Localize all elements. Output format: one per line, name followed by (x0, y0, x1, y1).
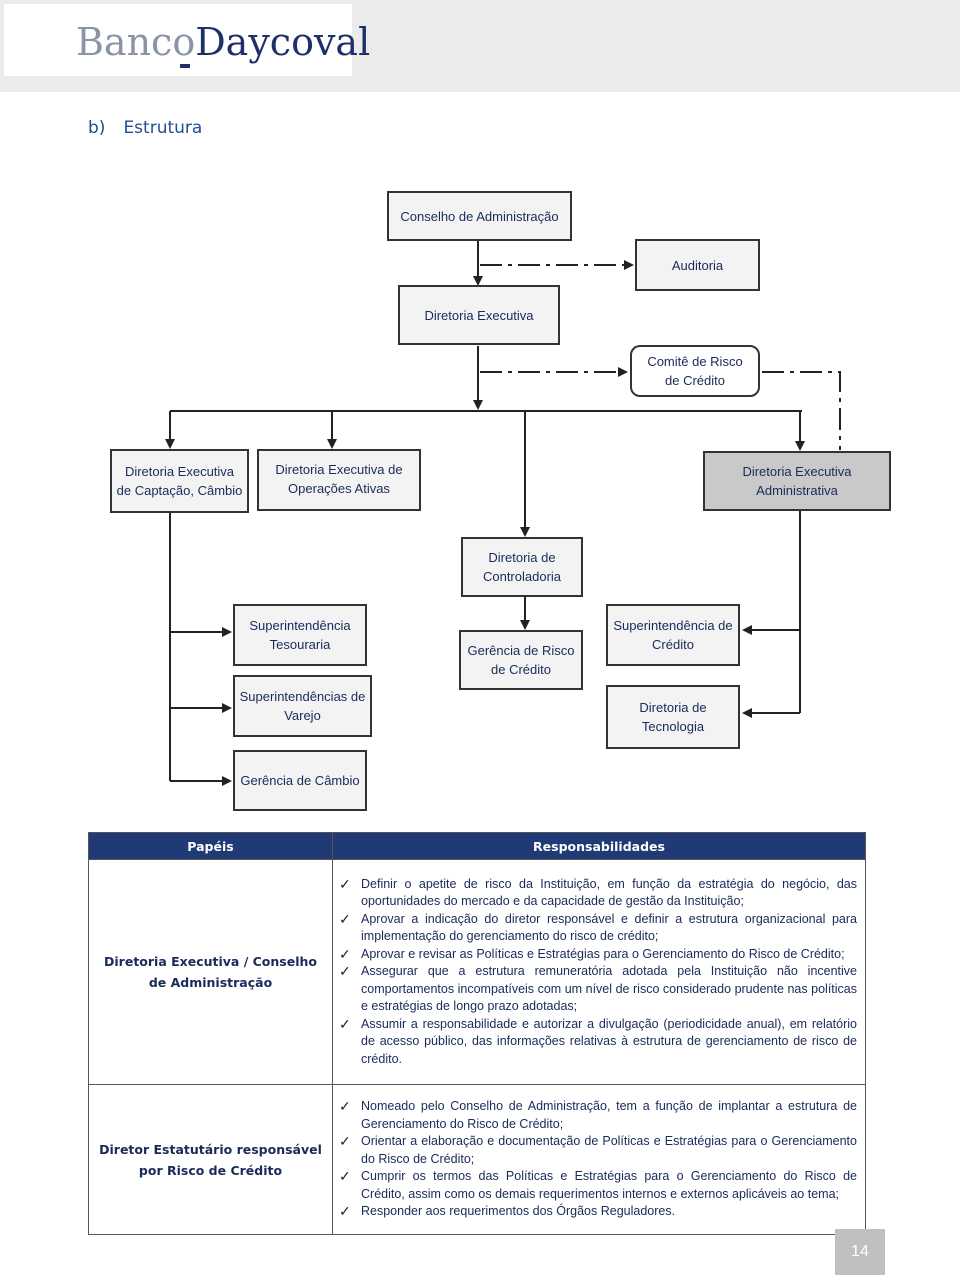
logo (4, 4, 352, 76)
list-item: ✓Assegurar que a estrutura remuneratória… (339, 963, 857, 1014)
checkmark-icon: ✓ (339, 945, 351, 962)
checkmark-icon: ✓ (339, 1168, 351, 1185)
list-item: ✓Nomeado pelo Conselho de Administração,… (339, 1098, 857, 1131)
checkmark-icon: ✓ (339, 1133, 351, 1150)
org-chart-connectors (165, 240, 841, 786)
column-header-responsibilities: Responsabilidades (332, 832, 866, 860)
list-item: ✓Definir o apetite de risco da Instituiç… (339, 875, 857, 909)
responsibilities-cell: ✓Nomeado pelo Conselho de Administração,… (332, 1084, 866, 1235)
responsibilities-table: Papéis Responsabilidades Diretoria Execu… (88, 832, 866, 1235)
org-box-dir-operacoes: Diretoria Executiva de Operações Ativas (257, 449, 421, 511)
role-cell: Diretor Estatutário responsável por Risc… (88, 1084, 333, 1235)
org-box-dir-administrativa: Diretoria Executiva Administrativa (703, 451, 891, 511)
section-title: Estrutura (123, 118, 203, 138)
list-item: ✓Responder aos requerimentos dos Órgãos … (339, 1203, 676, 1220)
org-box-sup-tesouraria: Superintendência Tesouraria (233, 604, 367, 666)
logo-daycoval: Daycoval (195, 20, 371, 64)
role-cell: Diretoria Executiva / Conselho de Admini… (88, 859, 333, 1085)
list-item: ✓Cumprir os termos das Políticas e Estra… (339, 1168, 857, 1201)
section-letter: b) (88, 118, 106, 138)
checkmark-icon: ✓ (339, 963, 351, 980)
org-box-comite-risco: Comitê de Risco de Crédito (630, 345, 760, 397)
section-heading: b) Estrutura (88, 118, 220, 138)
table-row: Diretor Estatutário responsável por Risc… (88, 1084, 866, 1235)
page-number: 14 (835, 1229, 885, 1275)
org-box-dir-captacao: Diretoria Executiva de Captação, Câmbio (110, 449, 249, 513)
org-box-ger-cambio: Gerência de Câmbio (233, 750, 367, 811)
list-item: ✓Orientar a elaboração e documentação de… (339, 1133, 857, 1166)
checkmark-icon: ✓ (339, 1098, 351, 1115)
table-header-row: Papéis Responsabilidades (88, 832, 866, 860)
list-item: ✓Aprovar e revisar as Políticas e Estrat… (339, 945, 845, 962)
checkmark-icon: ✓ (339, 910, 351, 927)
org-box-auditoria: Auditoria (635, 239, 760, 291)
checkmark-icon: ✓ (339, 1203, 351, 1220)
list-item: ✓Assumir a responsabilidade e autorizar … (339, 1015, 857, 1066)
org-box-ger-risco: Gerência de Risco de Crédito (459, 630, 583, 690)
logo-banco: Banco (76, 20, 196, 64)
responsibilities-cell: ✓Definir o apetite de risco da Instituiç… (332, 859, 866, 1085)
table-row: Diretoria Executiva / Conselho de Admini… (88, 859, 866, 1085)
org-box-dir-tecnologia: Diretoria de Tecnologia (606, 685, 740, 749)
list-item: ✓Aprovar a indicação do diretor responsá… (339, 910, 857, 944)
checkmark-icon: ✓ (339, 875, 351, 892)
org-box-conselho: Conselho de Administração (387, 191, 572, 241)
logo-text: BancoDaycoval (76, 20, 370, 64)
org-box-sup-credito: Superintendência de Crédito (606, 604, 740, 666)
checkmark-icon: ✓ (339, 1015, 351, 1032)
column-header-roles: Papéis (88, 832, 333, 860)
org-box-sup-varejo: Superintendências de Varejo (233, 675, 372, 737)
org-box-dir-controladoria: Diretoria de Controladoria (461, 537, 583, 597)
logo-underline (180, 64, 190, 68)
org-box-diretoria-executiva: Diretoria Executiva (398, 285, 560, 345)
